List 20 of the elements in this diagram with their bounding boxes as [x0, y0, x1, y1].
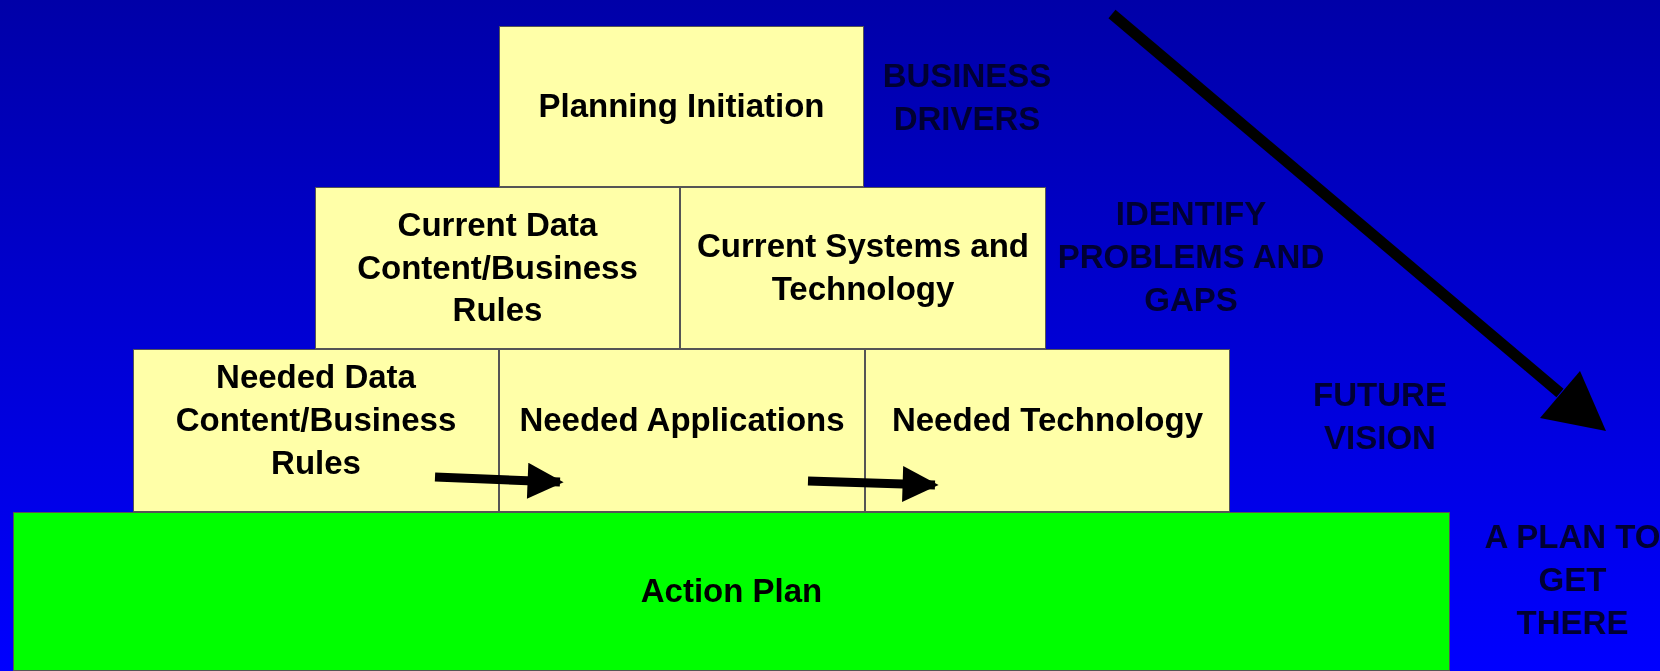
arrow [807, 466, 939, 502]
block-label: Action Plan [640, 571, 823, 612]
block-box [680, 187, 1046, 349]
block-box [315, 187, 680, 349]
block-label: Needed Data Content/Business Rules [174, 357, 458, 483]
block-box [499, 349, 865, 512]
stage-label: IDENTIFY PROBLEMS AND GAPS [1056, 194, 1326, 320]
block-label: Current Data Content/Business Rules [356, 204, 639, 331]
arrow [434, 462, 564, 499]
block-box [133, 349, 499, 512]
block-box [499, 26, 864, 187]
stage-label: FUTURE VISION [1312, 375, 1448, 458]
block-box [865, 349, 1230, 512]
block-label: Planning Initiation [538, 86, 825, 127]
stage-label: A PLAN TO GET THERE [1483, 517, 1660, 643]
block-label: Needed Applications [519, 400, 845, 441]
block-label: Needed Technology [891, 400, 1204, 441]
stage-label: BUSINESS DRIVERS [881, 56, 1053, 139]
plan-bar [13, 512, 1450, 671]
block-label: Current Systems and Technology [696, 226, 1030, 309]
